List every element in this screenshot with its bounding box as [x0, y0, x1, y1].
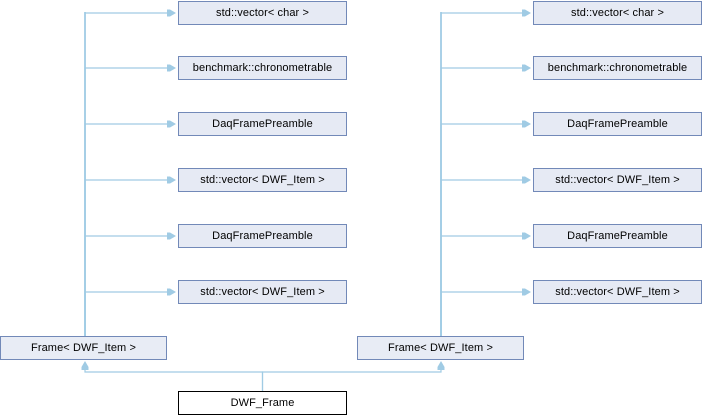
arrow-tail [522, 232, 525, 240]
arrow-head [525, 120, 531, 128]
class-node[interactable]: DaqFramePreamble [178, 224, 347, 248]
edge-line [440, 291, 524, 336]
arrow-tail [167, 64, 170, 72]
arrow-head [170, 232, 176, 240]
class-node-label: std::vector< DWF_Item > [200, 286, 325, 298]
class-node[interactable]: DaqFramePreamble [533, 224, 702, 248]
class-node[interactable]: DaqFramePreamble [178, 112, 347, 136]
edge-line [261, 369, 442, 391]
edge-line [84, 67, 169, 336]
inheritance-arrow-tail [81, 367, 89, 370]
class-node-label: std::vector< DWF_Item > [200, 174, 325, 186]
class-node[interactable]: std::vector< DWF_Item > [533, 280, 702, 304]
class-node[interactable]: benchmark::chronometrable [533, 56, 702, 80]
edge-line [84, 291, 169, 336]
class-node-label: DaqFramePreamble [567, 118, 668, 130]
class-node[interactable]: std::vector< DWF_Item > [178, 280, 347, 304]
class-node-label: benchmark::chronometrable [547, 62, 688, 74]
class-node-label: DaqFramePreamble [212, 118, 313, 130]
inheritance-arrow-head [437, 361, 445, 367]
edge-line [440, 179, 524, 336]
arrow-head [170, 120, 176, 128]
class-node-label: std::vector< DWF_Item > [555, 286, 680, 298]
edge-line [440, 123, 524, 336]
arrow-tail [522, 64, 525, 72]
edge-line [84, 12, 169, 336]
arrow-head [170, 9, 176, 17]
class-node[interactable]: Frame< DWF_Item > [357, 336, 524, 360]
class-node-label: benchmark::chronometrable [192, 62, 333, 74]
arrow-head [525, 176, 531, 184]
arrow-head [170, 288, 176, 296]
class-node-label: DaqFramePreamble [212, 230, 313, 242]
edge-line [84, 369, 264, 391]
arrow-tail [167, 288, 170, 296]
arrow-head [525, 9, 531, 17]
edge-line [440, 235, 524, 336]
edge-line [84, 235, 169, 336]
class-node-label: std::vector< DWF_Item > [555, 174, 680, 186]
class-node[interactable]: std::vector< DWF_Item > [178, 168, 347, 192]
class-node-label: std::vector< char > [216, 7, 309, 19]
arrow-head [525, 64, 531, 72]
arrow-tail [167, 120, 170, 128]
edge-line [440, 67, 524, 336]
inheritance-arrow-head [81, 361, 89, 367]
class-node[interactable]: std::vector< char > [533, 1, 702, 25]
class-node-label: DaqFramePreamble [567, 230, 668, 242]
class-node[interactable]: DaqFramePreamble [533, 112, 702, 136]
class-node-label: Frame< DWF_Item > [31, 342, 136, 354]
class-node-label: std::vector< char > [571, 7, 664, 19]
arrow-head [170, 64, 176, 72]
arrow-tail [522, 120, 525, 128]
class-node[interactable]: std::vector< char > [178, 1, 347, 25]
arrow-tail [522, 176, 525, 184]
arrow-head [525, 288, 531, 296]
arrow-head [170, 176, 176, 184]
edge-line [84, 179, 169, 336]
class-node[interactable]: Frame< DWF_Item > [0, 336, 167, 360]
arrow-tail [522, 288, 525, 296]
edge-line [84, 123, 169, 336]
edge-line [440, 12, 524, 336]
class-node-label: DWF_Frame [230, 397, 295, 409]
arrow-head [525, 232, 531, 240]
class-node[interactable]: benchmark::chronometrable [178, 56, 347, 80]
arrow-tail [167, 232, 170, 240]
class-node-label: Frame< DWF_Item > [388, 342, 493, 354]
arrow-tail [167, 176, 170, 184]
class-node[interactable]: std::vector< DWF_Item > [533, 168, 702, 192]
arrow-tail [167, 9, 170, 17]
arrow-tail [522, 9, 525, 17]
class-node[interactable]: DWF_Frame [178, 391, 347, 415]
inheritance-arrow-tail [437, 367, 445, 370]
